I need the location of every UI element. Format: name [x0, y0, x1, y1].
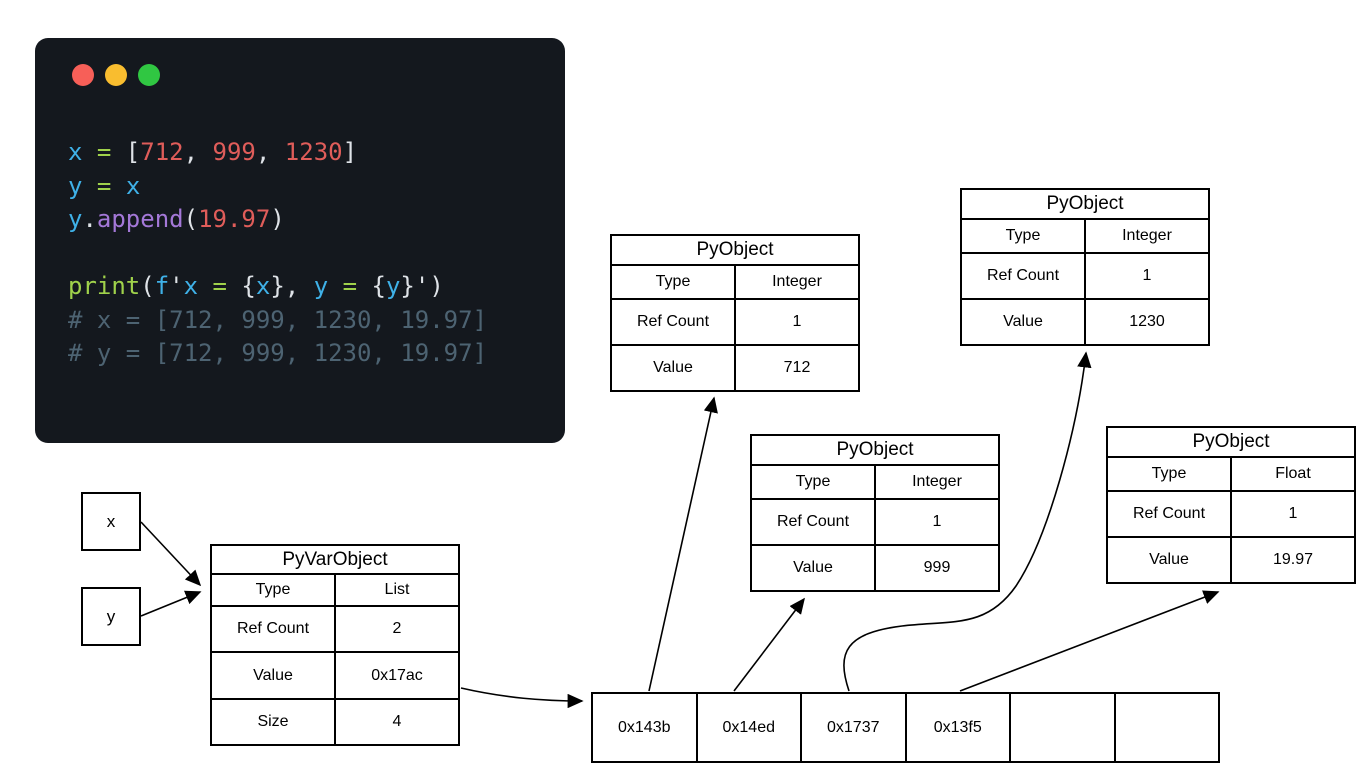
code-line: print(f'x = {x}, y = {y}') — [68, 272, 444, 300]
row-label: Type — [212, 575, 336, 605]
row-value: 2 — [392, 620, 402, 637]
table-row: Ref Count 1 — [962, 254, 1208, 300]
row-label: Value — [752, 546, 876, 590]
row-label: Value — [962, 300, 1086, 344]
table-row: Type Integer — [962, 220, 1208, 254]
table-title: PyVarObject — [212, 546, 458, 575]
table-title: PyObject — [612, 236, 858, 266]
table-row: Value 0x17ac — [212, 653, 458, 700]
table-title: PyObject — [962, 190, 1208, 220]
arrow-cell1-to-712 — [648, 396, 718, 692]
row-label: Ref Count — [752, 500, 876, 544]
row-label: Type — [962, 220, 1086, 252]
row-value: 1 — [932, 513, 942, 530]
table-title: PyObject — [1108, 428, 1354, 458]
table-row: Ref Count 1 — [612, 300, 858, 346]
table-row: Value 1230 — [962, 300, 1208, 344]
arrow-y-to-list — [140, 590, 202, 617]
row-value: 4 — [392, 713, 402, 730]
memory-cell — [1116, 694, 1219, 761]
row-label: Value — [1108, 538, 1232, 582]
traffic-light-minimize-icon — [105, 64, 127, 86]
row-label: Value — [612, 346, 736, 390]
memory-cell: 0x1737 — [802, 694, 907, 761]
arrow-cell4-to-float — [959, 590, 1220, 692]
row-value: 1 — [1288, 505, 1298, 522]
row-value: Integer — [772, 273, 822, 290]
row-value: Integer — [1122, 227, 1172, 244]
arrow-cell2-to-999 — [733, 597, 805, 692]
row-label: Ref Count — [1108, 492, 1232, 536]
table-row: Type Integer — [752, 466, 998, 500]
row-label: Ref Count — [612, 300, 736, 344]
row-value: 1230 — [1129, 313, 1165, 330]
variable-box-x: x — [81, 492, 141, 551]
table-row: Type Integer — [612, 266, 858, 300]
pyvarobject-table-list: PyVarObject Type List Ref Count 2 Value … — [210, 544, 460, 746]
pyobject-table-712: PyObject Type Integer Ref Count 1 Value … — [610, 234, 860, 392]
code-line: y.append(19.97) — [68, 205, 285, 233]
table-row: Value 19.97 — [1108, 538, 1354, 582]
code-line: y = x — [68, 171, 141, 200]
row-label: Value — [212, 653, 336, 698]
code-line — [68, 237, 487, 271]
code-line: # y = [712, 999, 1230, 19.97] — [68, 339, 488, 367]
arrow-x-to-list — [140, 521, 202, 587]
table-row: Value 999 — [752, 546, 998, 590]
memory-cell: 0x13f5 — [907, 694, 1011, 761]
row-value: Float — [1275, 465, 1311, 482]
table-title: PyObject — [752, 436, 998, 466]
row-value: 19.97 — [1272, 551, 1314, 568]
pyobject-table-1230: PyObject Type Integer Ref Count 1 Value … — [960, 188, 1210, 346]
variable-label: x — [106, 511, 116, 531]
arrow-list-to-array — [460, 687, 584, 709]
row-value: List — [384, 581, 410, 598]
table-row: Value 712 — [612, 346, 858, 390]
variable-box-y: y — [81, 587, 141, 646]
pyobject-table-float: PyObject Type Float Ref Count 1 Value 19… — [1106, 426, 1356, 584]
table-row: Ref Count 2 — [212, 607, 458, 653]
traffic-light-close-icon — [72, 64, 94, 86]
row-label: Size — [212, 700, 336, 744]
code-line: # x = [712, 999, 1230, 19.97] — [68, 305, 488, 334]
table-row: Type List — [212, 575, 458, 607]
table-row: Ref Count 1 — [752, 500, 998, 546]
code-lines: x = [712, 999, 1230] y = x y.append(19.97)… — [68, 136, 487, 371]
row-label: Type — [612, 266, 736, 298]
variable-label: y — [106, 606, 116, 626]
memory-cell: 0x143b — [593, 694, 698, 761]
pyobject-table-999: PyObject Type Integer Ref Count 1 Value … — [750, 434, 1000, 592]
row-label: Type — [1108, 458, 1232, 490]
memory-array: 0x143b 0x14ed 0x1737 0x13f5 — [591, 692, 1220, 763]
code-editor-window: x = [712, 999, 1230] y = x y.append(19.97)… — [35, 38, 565, 443]
row-value: 0x17ac — [371, 666, 423, 684]
row-value: 712 — [783, 359, 811, 376]
code-line: x = [712, 999, 1230] — [68, 138, 358, 166]
row-label: Type — [752, 466, 876, 498]
memory-cell — [1011, 694, 1116, 761]
traffic-light-zoom-icon — [138, 64, 160, 86]
table-row: Size 4 — [212, 700, 458, 744]
row-label: Ref Count — [962, 254, 1086, 298]
row-value: 1 — [792, 313, 802, 330]
memory-cell: 0x14ed — [698, 694, 802, 761]
table-row: Ref Count 1 — [1108, 492, 1354, 538]
row-value: 1 — [1142, 267, 1152, 284]
row-value: Integer — [912, 473, 962, 490]
table-row: Type Float — [1108, 458, 1354, 492]
row-value: 999 — [923, 559, 951, 576]
row-label: Ref Count — [212, 607, 336, 651]
